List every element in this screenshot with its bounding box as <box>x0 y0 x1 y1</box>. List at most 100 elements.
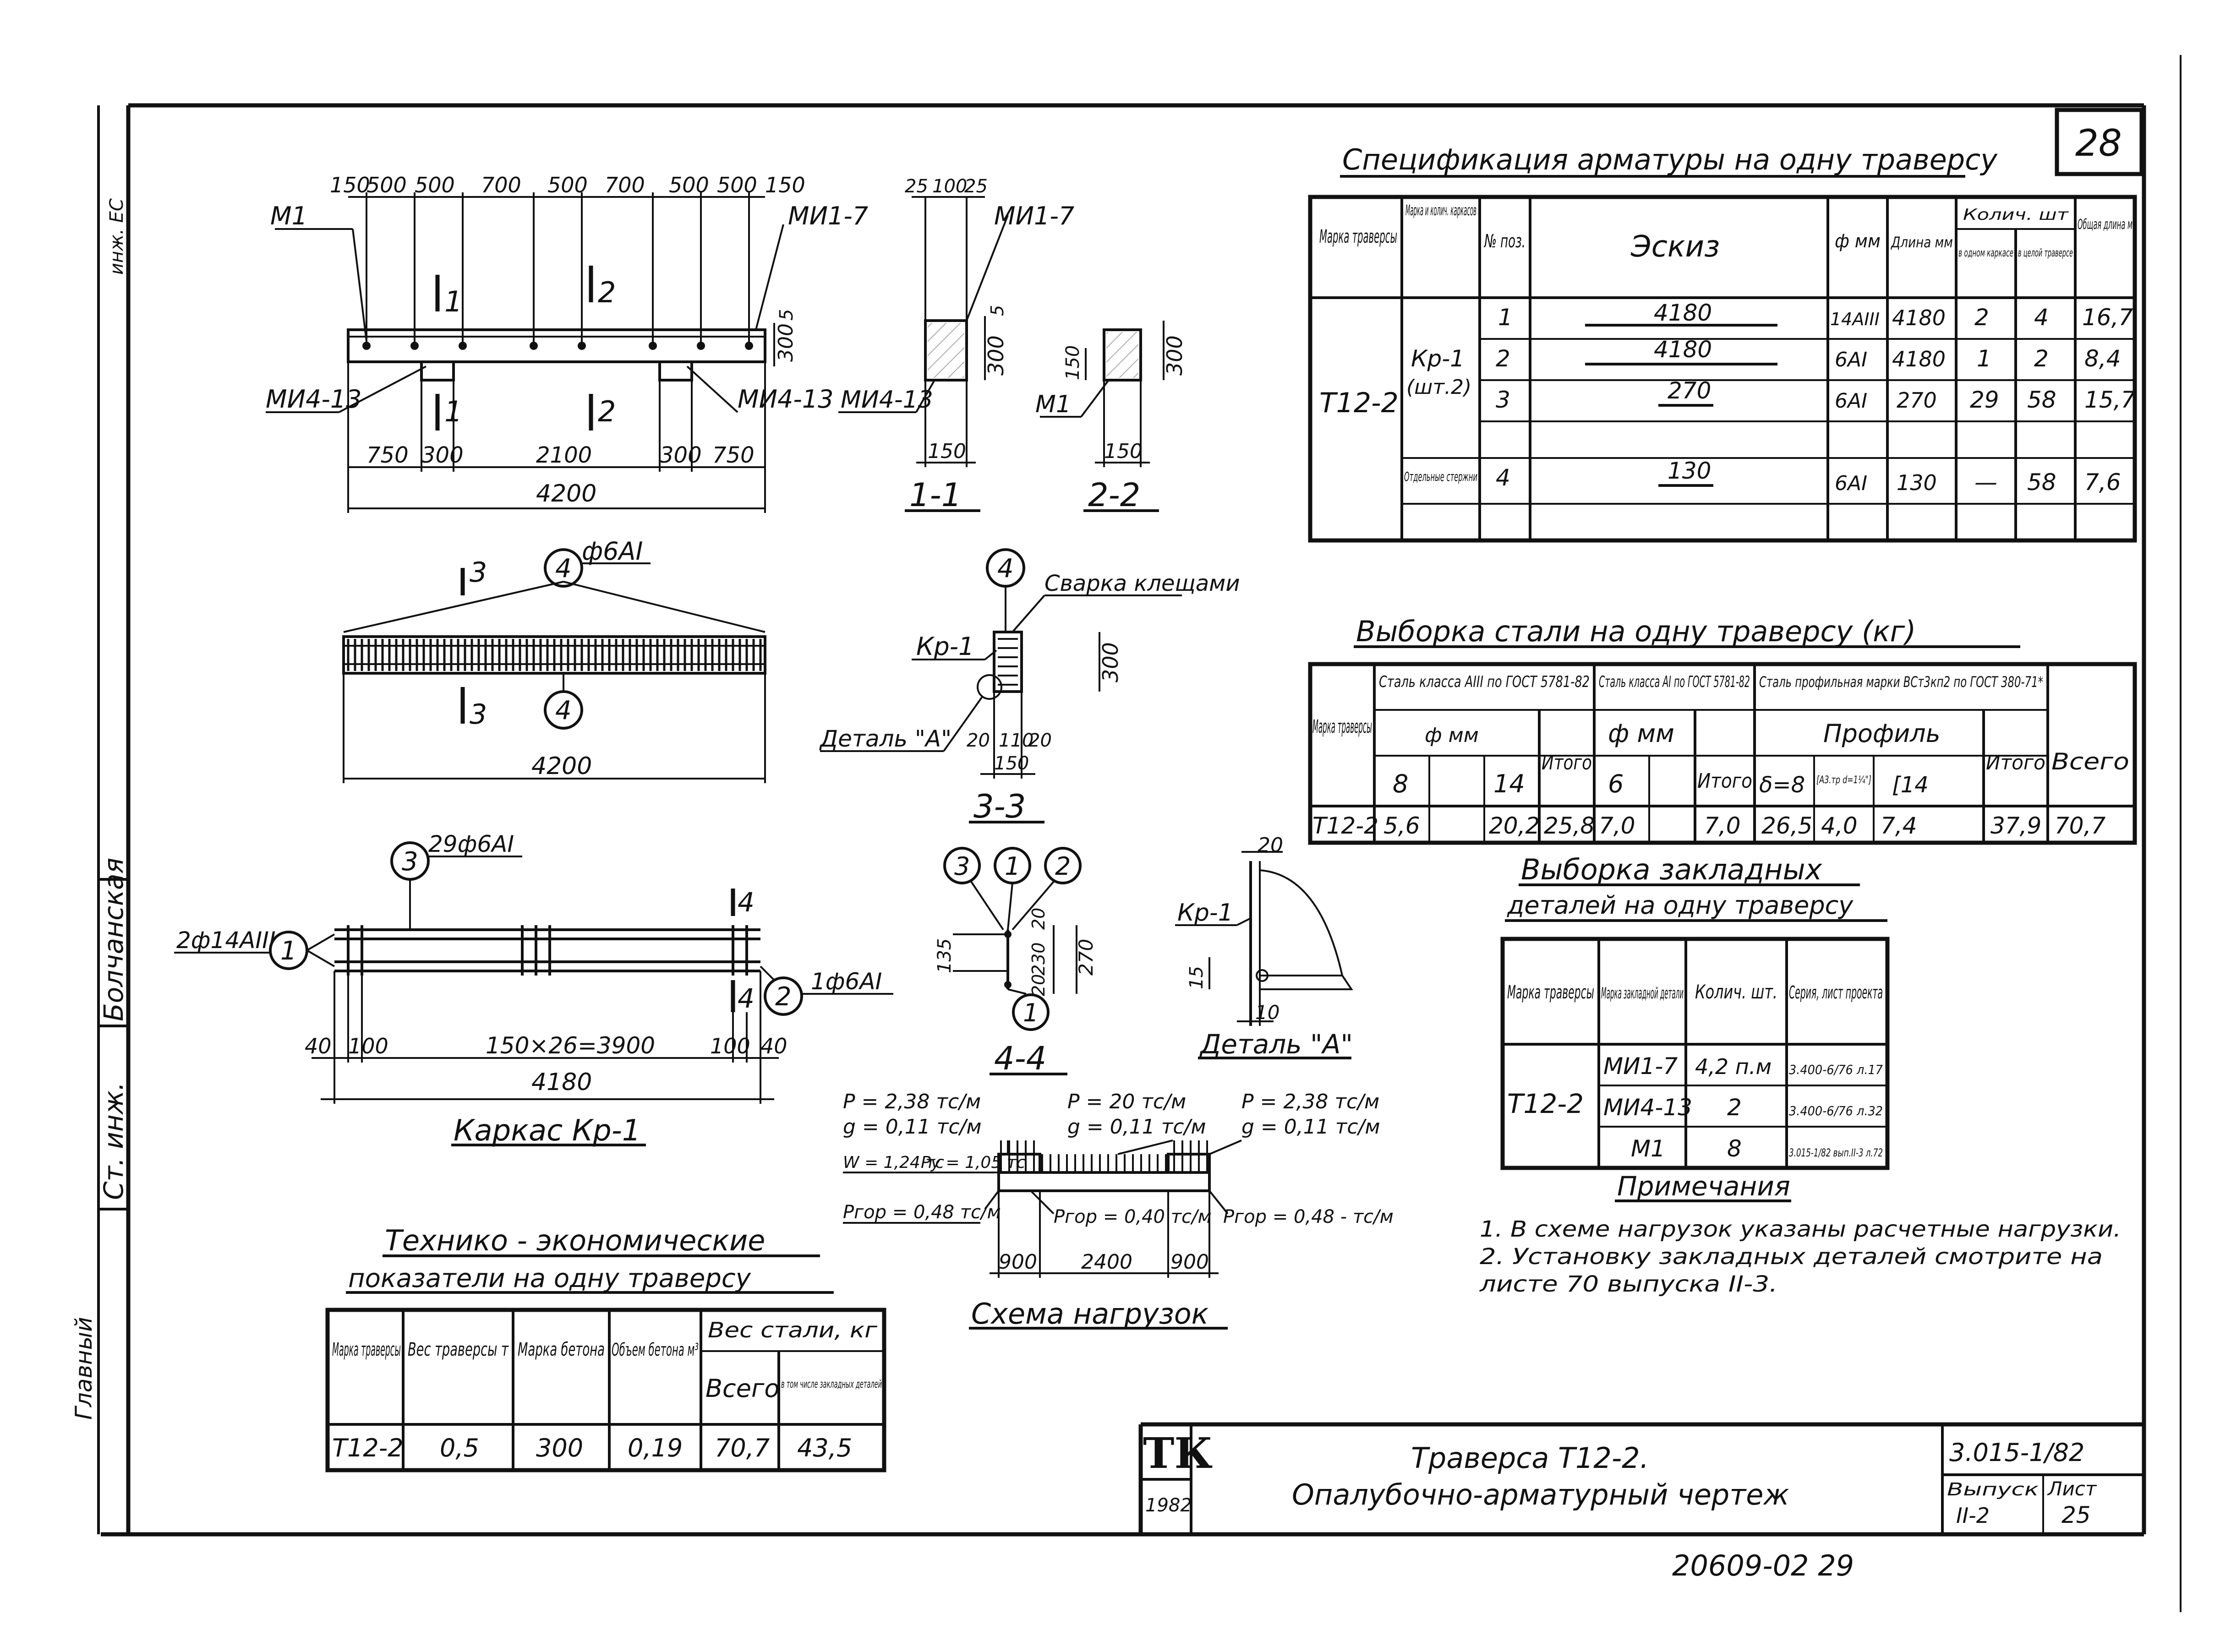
tech-r0: Т12-2 <box>332 1434 404 1462</box>
s22-m1: М1 <box>1035 391 1071 418</box>
s44-d2: 20 <box>1028 974 1049 996</box>
spec-h-qty1: в одном каркасе <box>1958 246 2013 259</box>
steel-r5: 7,0 <box>1599 812 1635 839</box>
tech-r4: 70,7 <box>715 1434 770 1462</box>
steel-h-a3: Сталь класса АIII по ГОСТ 5781-82 <box>1379 673 1590 691</box>
spec-r0-pos: 1 <box>1498 304 1513 331</box>
spec-mark: Т12-2 <box>1319 387 1399 419</box>
steel-r13: 70,7 <box>2055 812 2106 839</box>
label-mi413-left: МИ4-13 <box>266 385 362 414</box>
spec-h-qty: Колич. шт <box>1963 206 2069 224</box>
sec-3-bot: 3 <box>470 698 487 731</box>
spec-h-len: Длина мм <box>1890 234 1953 251</box>
load-w: W = 1,24 тс <box>843 1153 944 1172</box>
s11-d2: 25 <box>964 176 988 197</box>
s33-height: 300 <box>1098 642 1123 682</box>
rebar-callout-top: 4 <box>555 554 572 583</box>
steel-h-itogo2: Итого <box>1697 769 1752 793</box>
s33-width: 150 <box>994 753 1029 774</box>
frame-c3: 3 <box>402 847 418 877</box>
spec-r0-len: 4180 <box>1892 305 1946 330</box>
tb-series: 3.015-1/82 <box>1949 1438 2084 1467</box>
emb-r2-part: М1 <box>1631 1135 1665 1162</box>
dim-t3: 700 <box>481 173 521 197</box>
s44-c2: 2 <box>1055 852 1071 881</box>
s33-d0: 20 <box>967 730 990 751</box>
notes-line1: 2. Установку закладных деталей смотрите … <box>1480 1244 2103 1270</box>
spec-r3-pos: 4 <box>1496 464 1510 491</box>
load-d2: 900 <box>1170 1250 1209 1274</box>
frame-sec-top: 4 <box>738 887 755 918</box>
spec-table: Спецификация арматуры на одну траверсу М… <box>1308 143 2137 543</box>
rebar-total: 4200 <box>531 752 592 780</box>
section-4-4: 3 1 2 135 20 230 20 270 1 4-4 <box>934 847 1097 1077</box>
margin-stamp: Ст. инж. Болчанская Главный инж. ЕС <box>71 198 129 1420</box>
tech-r2: 300 <box>536 1434 583 1462</box>
tech-r3: 0,19 <box>628 1434 683 1462</box>
frame-caption: Каркас Кр-1 <box>454 1114 641 1148</box>
spec-r0-q2: 4 <box>2034 304 2049 331</box>
tech-h4: Вес стали, кг <box>708 1318 878 1342</box>
dim-t5: 700 <box>605 173 645 197</box>
steel-table: Выборка стали на одну траверсу (кг) Марк… <box>1308 615 2137 845</box>
frame-c2: 2 <box>775 982 792 1012</box>
tb-title1: Траверса Т12-2. <box>1411 1441 1649 1475</box>
dim-t0: 150 <box>330 173 370 197</box>
tech-h1: Вес траверсы т <box>408 1339 509 1360</box>
sec-1-top: 1 <box>444 285 462 318</box>
detA-bottom: 10 <box>1255 1001 1280 1024</box>
spec-r3-q2: 58 <box>2027 469 2056 496</box>
page-number: 28 <box>2075 122 2122 164</box>
spec-r1-total: 8,4 <box>2084 345 2121 372</box>
beam-elevation: 150 500 500 700 500 700 500 500 150 300 … <box>266 173 868 513</box>
spec-r1-len: 4180 <box>1892 347 1946 371</box>
s44-c3: 3 <box>954 852 970 881</box>
spec-h-frames: Марка и колич. каркасов <box>1405 202 1476 219</box>
s44-left: 135 <box>934 938 955 973</box>
spec-r3-total: 7,6 <box>2084 469 2121 496</box>
frame-kr1: 3 29ф6АI 1 2ф14АIII 2 1ф6АI 4 4 40 100 1… <box>174 831 893 1148</box>
notes-line0: 1. В схеме нагрузок указаны расчетные на… <box>1480 1216 2121 1242</box>
spec-h-mark: Марка траверсы <box>1319 226 1397 247</box>
detA-top: 20 <box>1258 834 1283 857</box>
dim-t7: 500 <box>717 173 757 197</box>
load-d1: 2400 <box>1081 1250 1132 1274</box>
s33-weld: Сварка клещами <box>1044 571 1240 596</box>
doc-number: 20609-02 29 <box>1672 1549 1854 1582</box>
tb-logo: ТК <box>1143 1428 1213 1478</box>
steel-h-total: Всего <box>2051 748 2129 775</box>
emb-r0-part: МИ1-7 <box>1603 1053 1678 1080</box>
spec-r3-sketch: 130 <box>1668 458 1711 484</box>
s11-width: 150 <box>928 440 966 463</box>
load-right-g: g = 0,11 тс/м <box>1241 1115 1380 1139</box>
rebar-callout-label: ф6АI <box>582 537 643 566</box>
spec-r0-total: 16,7 <box>2082 304 2133 331</box>
emb-r0-qty: 4,2 п.м <box>1695 1054 1772 1079</box>
emb-r1-part: МИ4-13 <box>1603 1094 1692 1121</box>
emb-h0: Марка траверсы <box>1507 982 1594 1003</box>
emb-title1: Выборка закладных <box>1521 853 1823 886</box>
load-mid-p: P = 20 тс/м <box>1067 1090 1186 1113</box>
emb-h2: Колич. шт. <box>1695 981 1777 1003</box>
spec-r3-len: 130 <box>1897 470 1937 495</box>
tech-table: Технико - экономические показатели на од… <box>325 1224 886 1472</box>
load-right-p: P = 2,38 тс/м <box>1241 1090 1379 1113</box>
detail-a: 20 Кр-1 15 10 Деталь "А" <box>1175 834 1353 1060</box>
steel-sub6: [14 <box>1892 772 1929 798</box>
load-left-g: g = 0,11 тс/м <box>843 1115 982 1139</box>
sec-2-top: 2 <box>598 276 616 309</box>
tb-issue-label: Выпуск <box>1947 1479 2039 1499</box>
tb-year: 1982 <box>1145 1495 1192 1516</box>
emb-h1: Марка закладной детали <box>1601 984 1684 1003</box>
spec-h-dia: ф мм <box>1835 231 1881 252</box>
s11-height: 300 <box>984 335 1008 376</box>
steel-h-profile: Профиль <box>1823 719 1941 748</box>
rebar-callout-bot: 4 <box>555 696 572 725</box>
s44-d1: 230 <box>1028 942 1049 976</box>
s22-height: 300 <box>1162 335 1187 376</box>
emb-r2-qty: 8 <box>1727 1135 1742 1162</box>
steel-r3: 20,2 <box>1489 812 1540 839</box>
tb-title2: Опалубочно-арматурный чертеж <box>1292 1478 1789 1511</box>
s11-mi17: МИ1-7 <box>994 202 1074 230</box>
s44-c1b: 1 <box>1023 998 1039 1027</box>
